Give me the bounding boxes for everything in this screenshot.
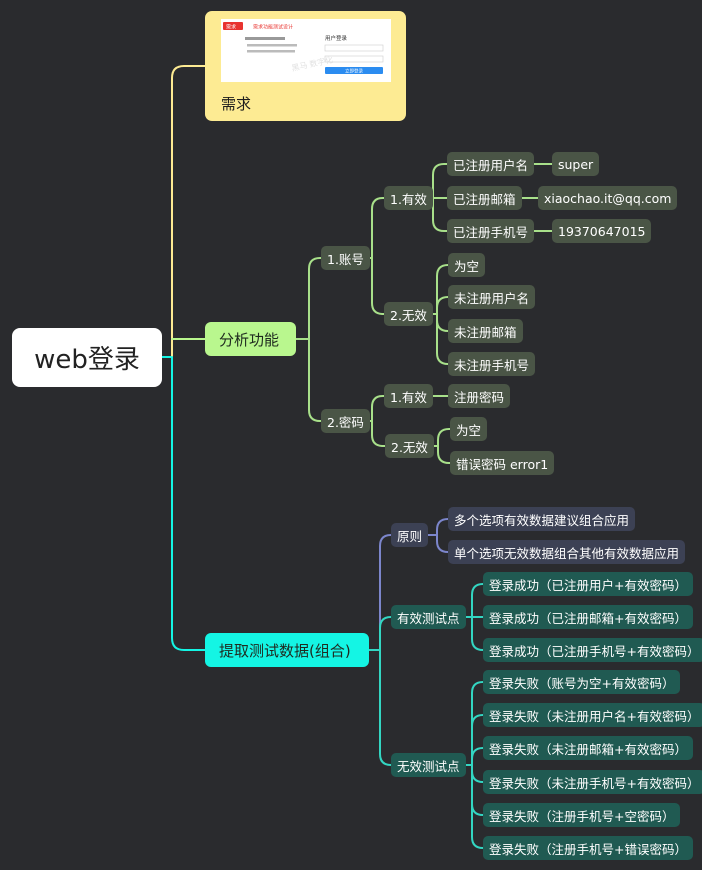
valid-point-item-label: 登录成功（已注册邮箱+有效密码） [489, 610, 687, 626]
principle-label: 原则 [397, 528, 423, 544]
registered-username[interactable]: 已注册用户名 [447, 152, 535, 176]
principle-item[interactable]: 多个选项有效数据建议组合应用 [448, 507, 636, 531]
password-valid-item-label: 注册密码 [454, 389, 505, 405]
password-invalid-item[interactable]: 错误密码 error1 [450, 451, 555, 475]
invalid-point-item-label: 登录失败（未注册用户名+有效密码） [489, 708, 700, 724]
analysis-topic[interactable]: 分析功能 [205, 322, 296, 356]
invalid-point-item-label: 登录失败（注册手机号+错误密码） [489, 841, 687, 857]
principle-topic[interactable]: 原则 [391, 523, 429, 547]
invalid-point-item[interactable]: 登录失败（未注册邮箱+有效密码） [483, 736, 693, 760]
registered-email-value-label: xiaochao.it@qq.com [544, 190, 672, 206]
account-invalid-item-label: 为空 [454, 258, 480, 274]
password-invalid-item[interactable]: 为空 [450, 417, 488, 441]
account-label: 1.账号 [327, 251, 364, 267]
account-invalid-item[interactable]: 未注册邮箱 [448, 319, 523, 343]
registered-email-label: 已注册邮箱 [453, 191, 516, 207]
password-valid-topic[interactable]: 1.有效 [384, 384, 433, 408]
account-valid-topic[interactable]: 1.有效 [384, 186, 433, 210]
invalid-point-item[interactable]: 登录失败（注册手机号+空密码） [483, 803, 681, 827]
registered-username-label: 已注册用户名 [453, 157, 529, 173]
account-invalid-item[interactable]: 未注册手机号 [448, 352, 536, 376]
registered-username-value-label: super [558, 156, 594, 172]
password-invalid-topic[interactable]: 2.无效 [385, 434, 434, 458]
password-invalid-item-label: 为空 [456, 422, 482, 438]
root-topic[interactable]: web登录 [12, 328, 162, 387]
principle-item-label: 单个选项无效数据组合其他有效数据应用 [454, 545, 680, 561]
invalid-point-item[interactable]: 登录失败（账号为空+有效密码） [483, 670, 681, 694]
invalid-point-item-label: 登录失败（未注册邮箱+有效密码） [489, 741, 687, 757]
requirement-label: 需求 [221, 95, 252, 113]
password-valid-item[interactable]: 注册密码 [448, 384, 511, 408]
account-invalid-item[interactable]: 为空 [448, 253, 486, 277]
requirement-topic[interactable]: 需求 需求功能测试设计 用户登录 立即登录 黑马 数字化 需求 [205, 11, 406, 121]
account-valid-label: 1.有效 [390, 191, 427, 207]
password-invalid-label: 2.无效 [391, 439, 428, 455]
thumbnail-login-button: 立即登录 [345, 68, 363, 75]
registered-username-value[interactable]: super [552, 152, 600, 176]
password-valid-label: 1.有效 [390, 389, 427, 405]
valid-point-item[interactable]: 登录成功（已注册邮箱+有效密码） [483, 605, 693, 629]
requirement-screenshot: 需求 需求功能测试设计 用户登录 立即登录 黑马 数字化 [221, 19, 391, 82]
account-invalid-label: 2.无效 [390, 307, 427, 323]
root-topic-label: web登录 [34, 345, 140, 375]
invalid-point-item-label: 登录失败（注册手机号+空密码） [489, 808, 675, 824]
invalid-point-item-label: 登录失败（未注册手机号+有效密码） [489, 775, 700, 791]
login-form-thumbnail: 需求 需求功能测试设计 用户登录 立即登录 黑马 数字化 [221, 19, 391, 82]
account-invalid-topic[interactable]: 2.无效 [384, 302, 433, 326]
valid-point-item-label: 登录成功（已注册手机号+有效密码） [489, 643, 700, 659]
registered-email[interactable]: 已注册邮箱 [447, 186, 522, 210]
registered-phone-value-label: 19370647015 [558, 223, 646, 239]
account-invalid-item-label: 未注册邮箱 [454, 324, 517, 340]
extract-topic[interactable]: 提取测试数据(组合) [205, 633, 369, 667]
valid-points-topic[interactable]: 有效测试点 [391, 605, 466, 629]
invalid-point-item[interactable]: 登录失败（注册手机号+错误密码） [483, 836, 693, 860]
thumbnail-heading: 需求功能测试设计 [253, 24, 293, 31]
extract-label: 提取测试数据(组合) [219, 641, 351, 660]
thumbnail-form-title: 用户登录 [325, 34, 348, 42]
password-invalid-item-label: 错误密码 error1 [456, 456, 549, 472]
password-label: 2.密码 [327, 414, 364, 430]
invalid-point-item[interactable]: 登录失败（未注册用户名+有效密码） [483, 703, 702, 727]
principle-item[interactable]: 单个选项无效数据组合其他有效数据应用 [448, 540, 686, 564]
valid-point-item[interactable]: 登录成功（已注册手机号+有效密码） [483, 638, 702, 662]
valid-points-label: 有效测试点 [397, 610, 460, 626]
registered-phone-value[interactable]: 19370647015 [552, 219, 652, 243]
account-invalid-item-label: 未注册手机号 [454, 357, 530, 373]
account-invalid-item-label: 未注册用户名 [454, 290, 530, 306]
account-topic[interactable]: 1.账号 [321, 246, 370, 270]
registered-phone[interactable]: 已注册手机号 [447, 219, 535, 243]
valid-point-item[interactable]: 登录成功（已注册用户+有效密码） [483, 572, 693, 596]
password-topic[interactable]: 2.密码 [321, 409, 370, 433]
invalid-point-item-label: 登录失败（账号为空+有效密码） [489, 675, 675, 691]
invalid-points-topic[interactable]: 无效测试点 [391, 753, 466, 777]
invalid-point-item[interactable]: 登录失败（未注册手机号+有效密码） [483, 770, 702, 794]
registered-phone-label: 已注册手机号 [453, 224, 529, 240]
thumbnail-badge: 需求 [226, 24, 236, 31]
registered-email-value[interactable]: xiaochao.it@qq.com [538, 186, 678, 210]
analysis-label: 分析功能 [219, 330, 280, 349]
invalid-points-label: 无效测试点 [397, 758, 460, 774]
principle-item-label: 多个选项有效数据建议组合应用 [454, 512, 630, 528]
valid-point-item-label: 登录成功（已注册用户+有效密码） [489, 577, 687, 593]
account-invalid-item[interactable]: 未注册用户名 [448, 285, 536, 309]
